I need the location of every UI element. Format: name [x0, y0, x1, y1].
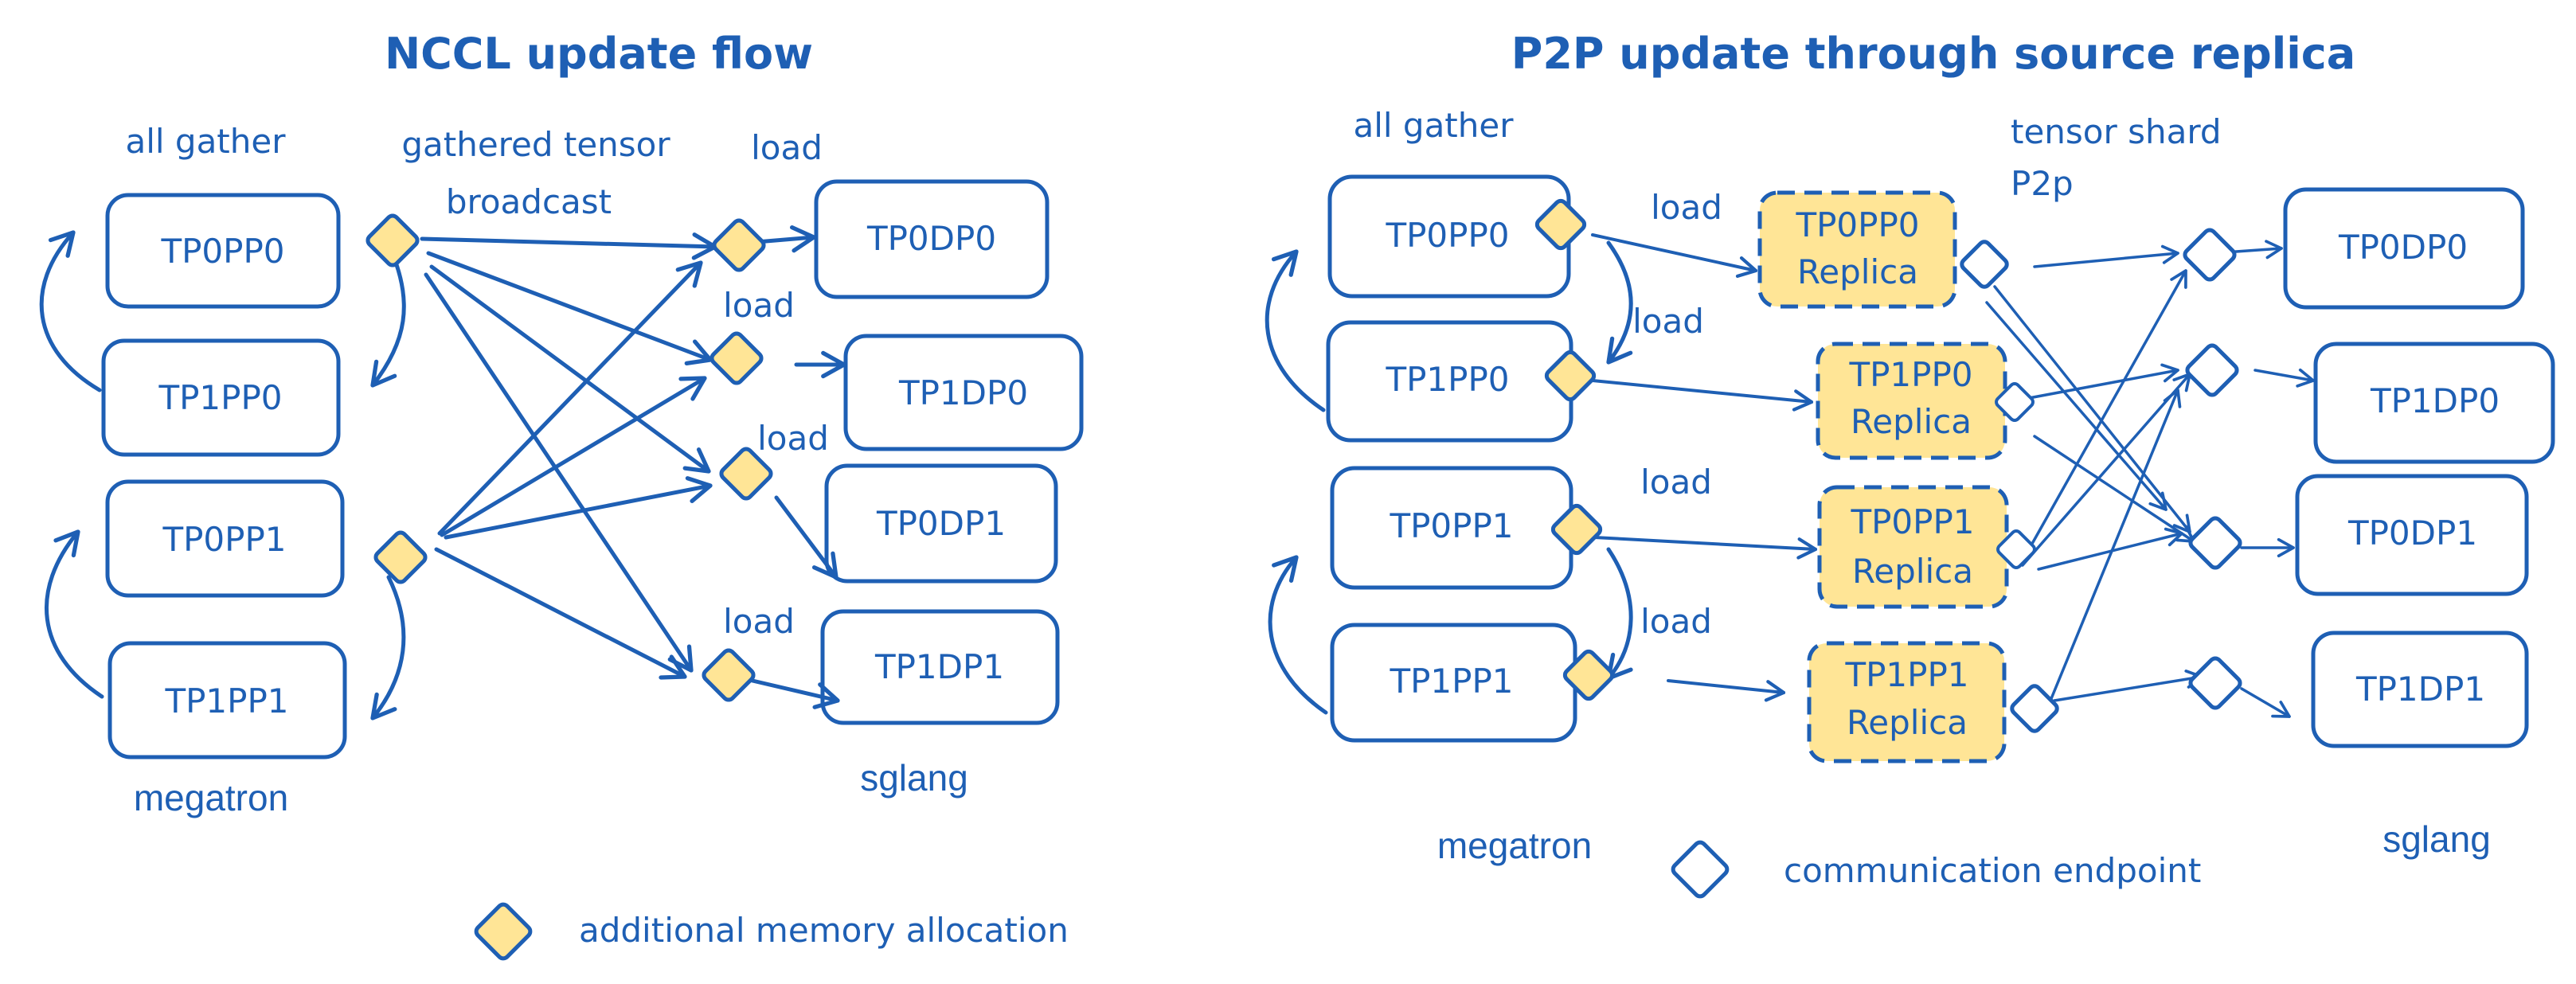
legend-endpoint-icon — [1671, 840, 1730, 899]
left-sglang-box-1: TP0DP0 — [814, 179, 1050, 299]
legend-memory-icon — [474, 902, 533, 961]
nccl-title: NCCL update flow — [385, 29, 813, 79]
box-label: TP0PP1 — [1389, 506, 1513, 545]
right-load-label-1: load — [1651, 188, 1722, 227]
replica-name: TP1PP0 — [1848, 355, 1972, 394]
box-label: TP1PP1 — [1389, 662, 1513, 701]
all-gather-arrow — [1606, 547, 1633, 681]
left-megatron-box-1: TP0PP0 — [105, 193, 341, 309]
replica-box-2: TP1PP0 Replica — [1816, 342, 2007, 460]
all-gather-arrow — [370, 575, 406, 720]
all-gather-arrow — [1606, 240, 1633, 365]
memory-allocation-icon — [709, 331, 764, 385]
left-sglang-box-4: TP1DP1 — [820, 609, 1060, 725]
left-all-gather-label: all gather — [125, 122, 286, 161]
endpoint-icon — [1996, 529, 2036, 569]
left-load-label-3: load — [757, 419, 829, 458]
replica-suffix: Replica — [1797, 252, 1918, 291]
memory-allocation-icon — [373, 530, 428, 584]
memory-allocation-icon — [1544, 349, 1597, 402]
replica-box-1: TP0PP0 Replica — [1757, 190, 1957, 309]
left-load-label-1: load — [751, 128, 823, 167]
right-sglang-label: sglang — [2383, 818, 2491, 860]
legend-endpoint-label: communication endpoint — [1784, 851, 2201, 890]
left-sglang-box-3: TP0DP1 — [824, 463, 1058, 584]
broadcast-arrows — [420, 225, 846, 709]
all-gather-arrow — [45, 529, 104, 699]
memory-allocation-icon — [1534, 198, 1587, 251]
left-sglang-box-2: TP1DP0 — [843, 334, 1084, 451]
right-load-label-2: load — [1632, 302, 1704, 341]
memory-allocation-icon — [1550, 503, 1603, 556]
box-label: TP1PP1 — [164, 681, 288, 720]
right-load-label-3: load — [1640, 463, 1712, 502]
right-sglang-box-3: TP0DP1 — [2295, 474, 2529, 596]
endpoint-icon — [2188, 656, 2242, 710]
box-label: TP0PP0 — [160, 232, 284, 271]
box-label: TP1DP1 — [2355, 670, 2485, 709]
all-gather-arrow — [1265, 249, 1326, 412]
p2p-arrows — [1985, 240, 2315, 718]
right-megatron-box-2: TP1PP0 — [1326, 320, 1573, 443]
endpoint-icon — [1995, 382, 2035, 422]
right-all-gather-label: all gather — [1353, 106, 1514, 145]
endpoint-icon — [1960, 240, 2009, 289]
replica-suffix: Replica — [1852, 552, 1973, 591]
endpoint-icon — [2010, 684, 2059, 733]
endpoint-icon — [2185, 343, 2239, 397]
replica-name: TP0PP1 — [1850, 502, 1974, 541]
all-gather-arrow — [1268, 555, 1328, 715]
right-megatron-box-3: TP0PP1 — [1330, 466, 1573, 590]
box-label: TP0DP0 — [866, 219, 996, 258]
left-sglang-label: sglang — [860, 757, 968, 799]
memory-allocation-icon — [712, 218, 766, 272]
legend-memory-label: additional memory allocation — [579, 911, 1069, 950]
right-megatron-label: megatron — [1437, 825, 1592, 866]
left-megatron-box-2: TP1PP0 — [101, 338, 341, 457]
replica-box-4: TP1PP1 Replica — [1807, 641, 2007, 763]
memory-allocation-icon — [719, 447, 773, 501]
box-label: TP1PP0 — [1385, 360, 1509, 399]
left-megatron-box-3: TP0PP1 — [105, 479, 345, 598]
endpoint-icon — [2183, 228, 2237, 282]
left-load-label-4: load — [723, 602, 795, 641]
all-gather-arrow — [39, 230, 102, 392]
p2p-title: P2P update through source replica — [1511, 29, 2355, 79]
right-sglang-box-4: TP1DP1 — [2311, 631, 2529, 748]
memory-allocation-icon — [1562, 649, 1615, 701]
box-label: TP1DP1 — [874, 647, 1004, 686]
tensor-shard-label: tensor shard — [2011, 112, 2222, 151]
gathered-tensor-label: gathered tensor — [401, 125, 670, 164]
box-label: TP0DP0 — [2338, 228, 2468, 267]
right-sglang-box-2: TP1DP0 — [2313, 342, 2555, 464]
replica-box-3: TP0PP1 Replica — [1817, 485, 2009, 609]
replica-name: TP0PP0 — [1795, 205, 1919, 244]
box-label: TP0PP1 — [162, 520, 286, 559]
replica-suffix: Replica — [1847, 703, 1968, 742]
right-megatron-box-1: TP0PP0 — [1327, 174, 1571, 299]
load-arrows — [1591, 233, 1818, 702]
box-label: TP0PP0 — [1385, 216, 1509, 255]
box-label: TP0DP1 — [2347, 513, 2477, 553]
memory-allocation-icon — [702, 648, 756, 702]
all-gather-arrow — [370, 246, 406, 388]
right-sglang-box-1: TP0DP0 — [2283, 187, 2525, 310]
right-megatron-box-4: TP1PP1 — [1330, 623, 1577, 743]
box-label: TP1DP0 — [2370, 381, 2500, 420]
box-label: TP1DP0 — [898, 373, 1028, 412]
memory-allocation-icon — [365, 213, 420, 267]
endpoint-icon — [2188, 516, 2242, 570]
p2p-label: P2p — [2011, 164, 2074, 203]
box-label: TP0DP1 — [876, 504, 1006, 543]
replica-suffix: Replica — [1851, 402, 1972, 441]
left-megatron-label: megatron — [134, 777, 288, 818]
box-label: TP1PP0 — [158, 378, 282, 417]
replica-name: TP1PP1 — [1844, 655, 1968, 694]
right-load-label-4: load — [1640, 602, 1712, 641]
broadcast-label: broadcast — [446, 182, 612, 221]
left-megatron-box-4: TP1PP1 — [107, 641, 347, 759]
left-load-label-2: load — [723, 286, 795, 325]
